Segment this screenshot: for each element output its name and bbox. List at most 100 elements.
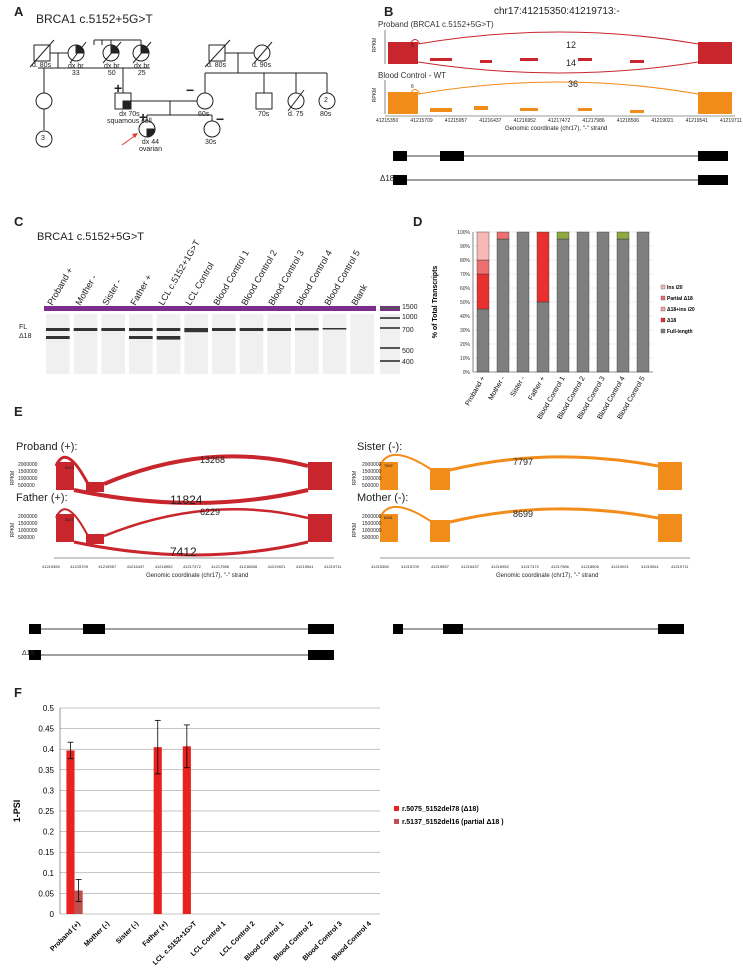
gel-band bbox=[129, 328, 153, 331]
d-ytick-label: 50% bbox=[460, 300, 471, 306]
proband-rpkm-label: RPKM bbox=[372, 37, 379, 53]
d-ytick-label: 70% bbox=[460, 272, 471, 278]
e-xtick-label: 41219711 bbox=[671, 564, 689, 569]
panel-b-delta-label: Δ18 bbox=[380, 174, 395, 183]
e-ytick-label: 2000000 bbox=[362, 462, 382, 468]
control-junction: 36 bbox=[568, 79, 579, 89]
carrier-minus-sister: − bbox=[216, 111, 225, 127]
e-ytick-label: 500000 bbox=[18, 483, 35, 489]
carrier-plus-proband: + bbox=[139, 109, 148, 125]
gel-band bbox=[239, 328, 264, 331]
gel-lane bbox=[350, 314, 374, 374]
e-father-bottom: 7412 bbox=[170, 545, 197, 559]
gel-band bbox=[46, 336, 70, 339]
e-father-top: 6229 bbox=[200, 507, 221, 517]
d-bar-segment bbox=[596, 231, 610, 373]
psi-bar-chart: 00.050.10.150.20.250.30.350.40.450.51-PS… bbox=[12, 704, 504, 967]
ladder-band bbox=[380, 360, 400, 362]
b-xtick-label: 41215709 bbox=[410, 118, 433, 124]
ladder-band bbox=[380, 327, 400, 329]
panel-label-a: A bbox=[14, 4, 24, 19]
e-sister-label: Sister (-): bbox=[357, 441, 403, 453]
panel-label-c: C bbox=[14, 214, 24, 229]
panel-b-title: chr17:41215350:41219713:- bbox=[494, 6, 620, 17]
f-category-label: Proband (+) bbox=[49, 920, 82, 953]
e-proband-top: 13268 bbox=[200, 455, 226, 465]
b-xtick-label: 41219021 bbox=[651, 118, 674, 124]
f-ytick-label: 0.05 bbox=[38, 889, 54, 898]
e-xtick-label: 41215957 bbox=[98, 564, 117, 569]
gel-delta-label: Δ18 bbox=[19, 333, 32, 340]
label-d90s: d. 90s bbox=[252, 62, 272, 69]
d-legend-label: Δ18+ins i20 bbox=[667, 307, 695, 313]
d-bar-segment bbox=[556, 238, 570, 373]
e-proband-bottom: 11824 bbox=[170, 493, 203, 507]
d-bar-segment bbox=[476, 308, 490, 373]
gel-band bbox=[73, 328, 98, 331]
e-xtick-label: 41217472 bbox=[521, 564, 539, 569]
proband-junction-top: 12 bbox=[566, 40, 577, 50]
gel-lane bbox=[267, 314, 291, 374]
e-father-small: 5619 bbox=[65, 517, 74, 522]
d-legend-label: Ins i20 bbox=[667, 285, 683, 291]
f-category-label: Father (+) bbox=[142, 920, 170, 948]
label-60s: 60s bbox=[198, 111, 210, 118]
gel-fl-label: FL bbox=[19, 324, 28, 331]
pedigree-title: BRCA1 c.5152+5G>T bbox=[36, 12, 153, 26]
d-category-label: Proband + bbox=[464, 376, 486, 408]
f-ytick-label: 0.45 bbox=[38, 725, 54, 734]
ladder-band bbox=[380, 347, 400, 349]
panel-label-d: D bbox=[413, 214, 423, 229]
e-ytick-label: 1500000 bbox=[362, 469, 382, 475]
panel-b-xlabel: Genomic coordinate (chr17), "-" strand bbox=[505, 126, 608, 132]
gel-band bbox=[156, 336, 181, 340]
e-mother-rpkm: RPKM bbox=[352, 522, 359, 538]
gel-lane bbox=[239, 314, 264, 374]
gel-band bbox=[184, 328, 208, 333]
e-ytick-label: 2000000 bbox=[18, 514, 38, 520]
f-ytick-label: 0.35 bbox=[38, 766, 54, 775]
d-ytick-label: 0% bbox=[463, 370, 471, 376]
e-right-xlabel: Genomic coordinate (chr17), "-" strand bbox=[496, 573, 599, 579]
e-ytick-label: 1000000 bbox=[362, 528, 382, 534]
e-xtick-label: 41219541 bbox=[641, 564, 659, 569]
e-xtick-label: 41215350 bbox=[42, 564, 60, 569]
e-xtick-label: 41219021 bbox=[611, 564, 629, 569]
e-xtick-label: 41219541 bbox=[295, 564, 314, 569]
e-xtick-label: 41216437 bbox=[461, 564, 479, 569]
f-ytick-label: 0.4 bbox=[43, 745, 55, 754]
d-legend-label: Partial Δ18 bbox=[667, 296, 693, 302]
e-xtick-label: 41218506 bbox=[581, 564, 599, 569]
gel-band bbox=[322, 328, 347, 330]
gel-band bbox=[295, 328, 319, 331]
label-d75: d. 75 bbox=[288, 111, 304, 118]
e-xtick-label: 41219711 bbox=[324, 564, 342, 569]
sashimi-plot-e-carriers bbox=[29, 454, 334, 660]
b-xtick-label: 41217472 bbox=[548, 118, 571, 124]
e-ytick-label: 2000000 bbox=[362, 514, 382, 520]
d-ylabel: % of Total Transcripts bbox=[432, 266, 439, 339]
e-xtick-label: 41217472 bbox=[183, 564, 201, 569]
e-xtick-label: 41219021 bbox=[267, 564, 286, 569]
gel-band bbox=[212, 328, 236, 331]
label-count-3: 3 bbox=[41, 135, 45, 142]
gel-lane bbox=[73, 314, 98, 374]
label-80s: 80s bbox=[320, 111, 332, 118]
ladder-label: 1000 bbox=[402, 314, 418, 321]
ladder-label: 700 bbox=[402, 327, 414, 334]
label-dxbr50: dx br 50 bbox=[104, 63, 120, 77]
d-bar-segment bbox=[556, 231, 570, 240]
f-bar bbox=[182, 746, 191, 914]
control-rpkm-label: RPKM bbox=[372, 87, 379, 103]
ladder-label: 500 bbox=[402, 348, 414, 355]
e-ytick-label: 1000000 bbox=[18, 528, 38, 534]
stacked-bar-chart: 0%10%20%30%40%50%60%70%80%90%100%% of To… bbox=[432, 230, 695, 421]
d-ytick-label: 80% bbox=[460, 258, 471, 264]
e-proband-small: 9915 bbox=[65, 465, 74, 470]
f-category-label: Mother (-) bbox=[83, 920, 111, 948]
gel-band bbox=[46, 328, 70, 331]
f-ytick-label: 0 bbox=[50, 910, 55, 919]
gel-lane bbox=[129, 314, 153, 374]
e-father-label: Father (+): bbox=[16, 492, 68, 504]
f-legend-swatch bbox=[394, 806, 399, 811]
